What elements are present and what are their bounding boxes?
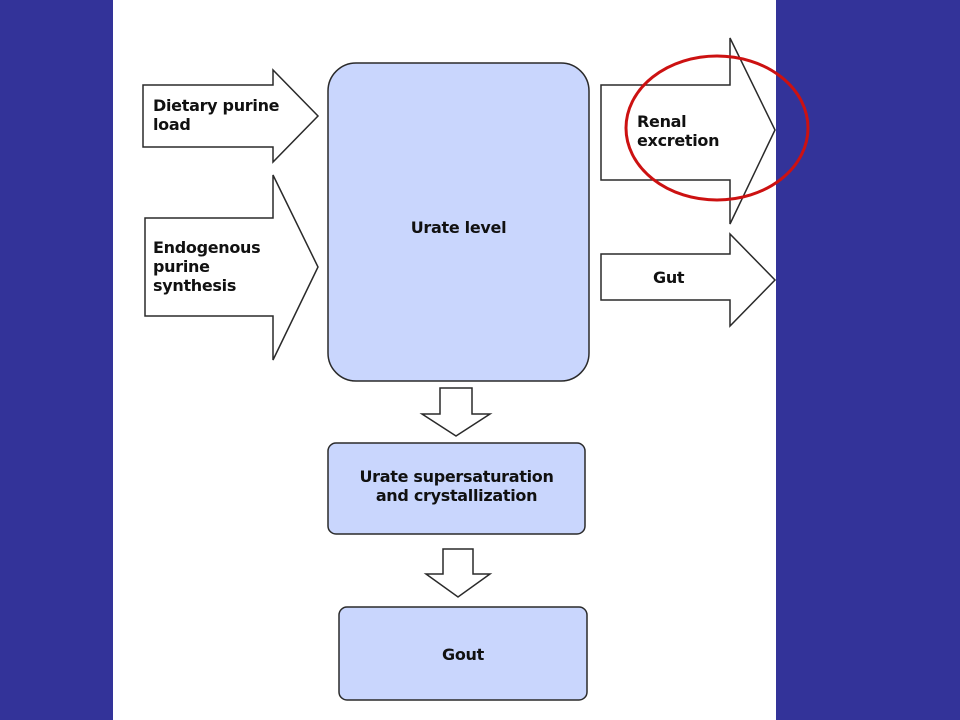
- output-arrow-renal: [600, 37, 776, 225]
- down-arrow-2: [423, 548, 493, 598]
- output-arrow-gut: [600, 232, 777, 328]
- input-label-dietary: Dietary purine load: [153, 96, 280, 134]
- urate-level-label: Urate level: [410, 218, 507, 237]
- input-arrow-endogenous: [144, 174, 319, 361]
- input-label-endogenous: Endogenous purine synthesis: [153, 238, 261, 295]
- input-arrow-dietary: [142, 68, 320, 164]
- down-arrow-1: [419, 387, 493, 437]
- urate-level-box: [327, 62, 590, 382]
- supersaturation-label: Urate supersaturation and crystallizatio…: [359, 467, 554, 505]
- output-label-renal: Renal excretion: [637, 112, 720, 150]
- gout-label: Gout: [442, 645, 484, 664]
- output-label-gut: Gut: [653, 268, 685, 287]
- highlight-circle: [624, 54, 810, 202]
- gout-box: [338, 606, 588, 701]
- supersaturation-box: [327, 442, 586, 535]
